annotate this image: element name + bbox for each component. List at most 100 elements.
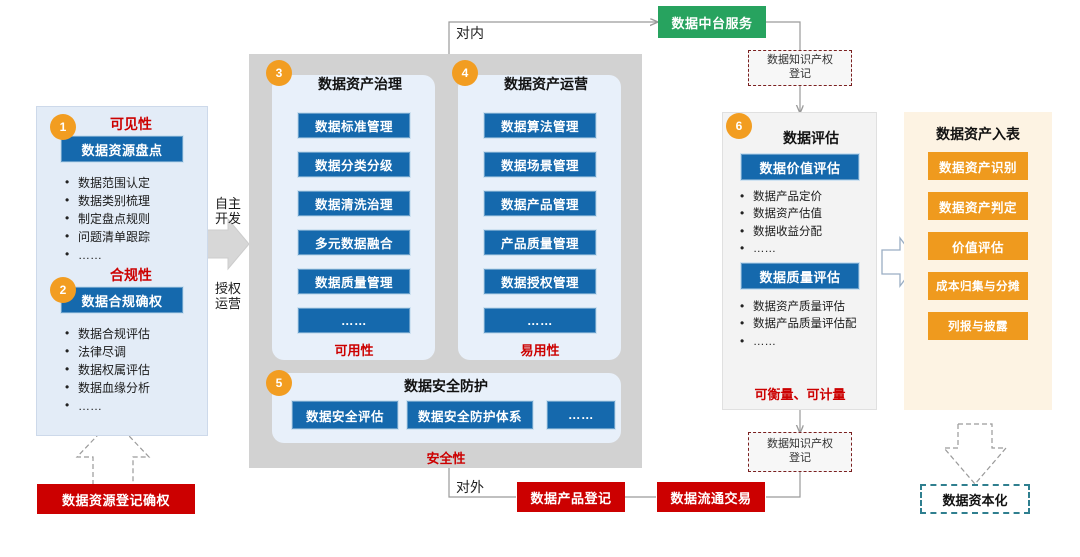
data-capitalization-box[interactable]: 数据资本化 — [920, 484, 1030, 514]
item-label: 数据算法管理 — [500, 120, 579, 134]
ip-reg-top-line1: 数据知识产权 — [767, 54, 833, 67]
visibility-bullets: 数据范围认定 数据类别梳理 制定盘点规则 问题清单跟踪 …… — [62, 175, 192, 266]
data-circulation-trade-label: 数据流通交易 — [670, 490, 752, 506]
licensed-line2: 运营 — [214, 296, 241, 312]
item-label: …… — [568, 408, 594, 422]
label-licensed-operation: 授权 运营 — [206, 281, 250, 312]
item-label: 数据安全防护体系 — [417, 409, 522, 424]
data-resource-inventory-box[interactable]: 数据资源盘点 — [60, 135, 184, 163]
data-midplatform-service-box[interactable]: 数据中台服务 — [658, 6, 766, 38]
badge-3: 3 — [266, 60, 292, 86]
item-data-authorization-mgmt[interactable]: 数据授权管理 — [483, 268, 597, 295]
data-quality-assessment-box[interactable]: 数据质量评估 — [740, 262, 860, 290]
data-circulation-trade-box[interactable]: 数据流通交易 — [657, 482, 765, 512]
badge-5: 5 — [266, 370, 292, 396]
self-dev-line1: 自主 — [214, 196, 241, 211]
item-product-quality-mgmt[interactable]: 产品质量管理 — [483, 229, 597, 256]
badge-2: 2 — [50, 277, 76, 303]
item-label: 数据质量管理 — [314, 276, 393, 290]
item-security-more[interactable]: …… — [546, 400, 616, 430]
evaluation-footer: 可衡量、可计量 — [754, 387, 846, 402]
data-resource-inventory-label: 数据资源盘点 — [81, 142, 163, 158]
item-label: 数据资产判定 — [938, 200, 1017, 215]
data-product-registration-box[interactable]: 数据产品登记 — [517, 482, 625, 512]
item-data-standard-mgmt[interactable]: 数据标准管理 — [297, 112, 411, 139]
badge-2-label: 2 — [59, 283, 67, 297]
list-item: 数据范围认定 — [62, 175, 192, 191]
data-compliance-rights-box[interactable]: 数据合规确权 — [60, 286, 184, 314]
data-midplatform-service-label: 数据中台服务 — [671, 15, 753, 31]
item-data-security-system[interactable]: 数据安全防护体系 — [406, 400, 534, 430]
item-operation-more[interactable]: …… — [483, 307, 597, 334]
ip-registration-top-box[interactable]: 数据知识产权 登记 — [748, 50, 852, 86]
item-data-quality-mgmt[interactable]: 数据质量管理 — [297, 268, 411, 295]
data-product-registration-label: 数据产品登记 — [530, 490, 612, 506]
item-data-algorithm-mgmt[interactable]: 数据算法管理 — [483, 112, 597, 139]
list-item: 数据类别梳理 — [62, 193, 192, 209]
list-item: …… — [62, 247, 192, 263]
item-asset-identification[interactable]: 数据资产识别 — [928, 152, 1028, 180]
item-label: 成本归集与分摊 — [936, 281, 1020, 293]
item-data-security-assessment[interactable]: 数据安全评估 — [291, 400, 399, 430]
value-assessment-bullets: 数据产品定价 数据资产估值 数据收益分配 …… — [737, 189, 863, 260]
data-quality-assessment-label: 数据质量评估 — [759, 269, 841, 285]
item-label: 数据清洗治理 — [314, 198, 393, 212]
badge-6-label: 6 — [735, 119, 743, 133]
quality-assessment-bullets: 数据资产质量评估 数据产品质量评估配 …… — [737, 299, 859, 352]
data-value-assessment-label: 数据价值评估 — [759, 160, 841, 176]
item-data-product-mgmt[interactable]: 数据产品管理 — [483, 190, 597, 217]
data-capitalization-label: 数据资本化 — [942, 492, 1008, 508]
list-item: …… — [62, 398, 192, 414]
label-self-development: 自主 开发 — [206, 196, 250, 227]
list-item: 法律尽调 — [62, 344, 192, 360]
compliance-bullets: 数据合规评估 法律尽调 数据权属评估 数据血缘分析 …… — [62, 326, 192, 417]
card-governance-footer: 可用性 — [334, 343, 374, 358]
item-cost-allocation[interactable]: 成本归集与分摊 — [928, 272, 1028, 300]
item-label: 多元数据融合 — [314, 237, 393, 251]
item-data-cleansing[interactable]: 数据清洗治理 — [297, 190, 411, 217]
item-label: 数据资产识别 — [938, 160, 1017, 175]
item-multi-source-fusion[interactable]: 多元数据融合 — [297, 229, 411, 256]
item-data-classification[interactable]: 数据分类分级 — [297, 151, 411, 178]
data-source-registration-box[interactable]: 数据资源登记确权 — [37, 484, 195, 514]
item-asset-determination[interactable]: 数据资产判定 — [928, 192, 1028, 220]
badge-4-label: 4 — [461, 66, 469, 80]
item-data-scenario-mgmt[interactable]: 数据场景管理 — [483, 151, 597, 178]
item-label: …… — [527, 313, 553, 328]
list-item: 数据血缘分析 — [62, 380, 192, 396]
item-value-assessment[interactable]: 价值评估 — [928, 232, 1028, 260]
badge-6: 6 — [726, 113, 752, 139]
label-internal: 对内 — [456, 25, 484, 41]
compliance-heading: 合规性 — [110, 267, 152, 283]
item-label: 数据产品管理 — [500, 198, 579, 212]
item-label: 产品质量管理 — [500, 237, 579, 251]
list-item: 数据资产质量评估 — [737, 299, 859, 314]
card-operation-title: 数据资产运营 — [504, 76, 588, 92]
list-item: 数据产品质量评估配 — [737, 316, 859, 331]
list-item: 数据资产估值 — [737, 206, 863, 221]
item-label: 数据分类分级 — [314, 159, 393, 173]
item-disclosure[interactable]: 列报与披露 — [928, 312, 1028, 340]
badge-3-label: 3 — [275, 66, 283, 80]
ip-reg-bottom-line2: 登记 — [789, 452, 811, 464]
card-operation-footer: 易用性 — [520, 343, 560, 358]
data-compliance-rights-label: 数据合规确权 — [81, 293, 163, 309]
self-dev-line2: 开发 — [214, 211, 241, 227]
badge-1: 1 — [50, 114, 76, 140]
card-security-title: 数据安全防护 — [404, 378, 488, 394]
data-source-registration-label: 数据资源登记确权 — [61, 492, 170, 508]
ip-reg-top-line2: 登记 — [789, 68, 811, 80]
item-label: 数据标准管理 — [314, 120, 393, 134]
badge-4: 4 — [452, 60, 478, 86]
item-label: 数据安全评估 — [305, 409, 384, 424]
list-item: …… — [737, 241, 863, 256]
item-label: …… — [341, 313, 367, 328]
item-governance-more[interactable]: …… — [297, 307, 411, 334]
data-value-assessment-box[interactable]: 数据价值评估 — [740, 153, 860, 181]
asset-table-title: 数据资产入表 — [936, 126, 1020, 142]
ip-registration-bottom-box[interactable]: 数据知识产权 登记 — [748, 432, 852, 472]
list-item: 数据产品定价 — [737, 189, 863, 204]
list-item: …… — [737, 334, 859, 349]
list-item: 数据权属评估 — [62, 362, 192, 378]
